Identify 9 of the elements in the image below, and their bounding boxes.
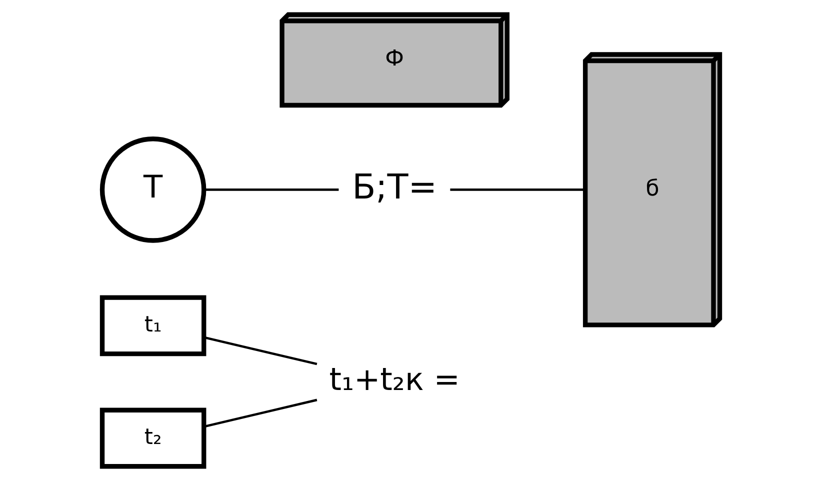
node-circle: T: [100, 136, 206, 243]
connector: [450, 188, 586, 191]
node-box: t₁: [100, 295, 206, 356]
node-text: t₁+t₂к =: [329, 362, 460, 398]
connector: [204, 398, 318, 428]
node-text: Б;T=: [352, 167, 438, 208]
node-box: t₂: [100, 408, 206, 469]
connector: [204, 188, 339, 191]
connector: [204, 336, 318, 366]
